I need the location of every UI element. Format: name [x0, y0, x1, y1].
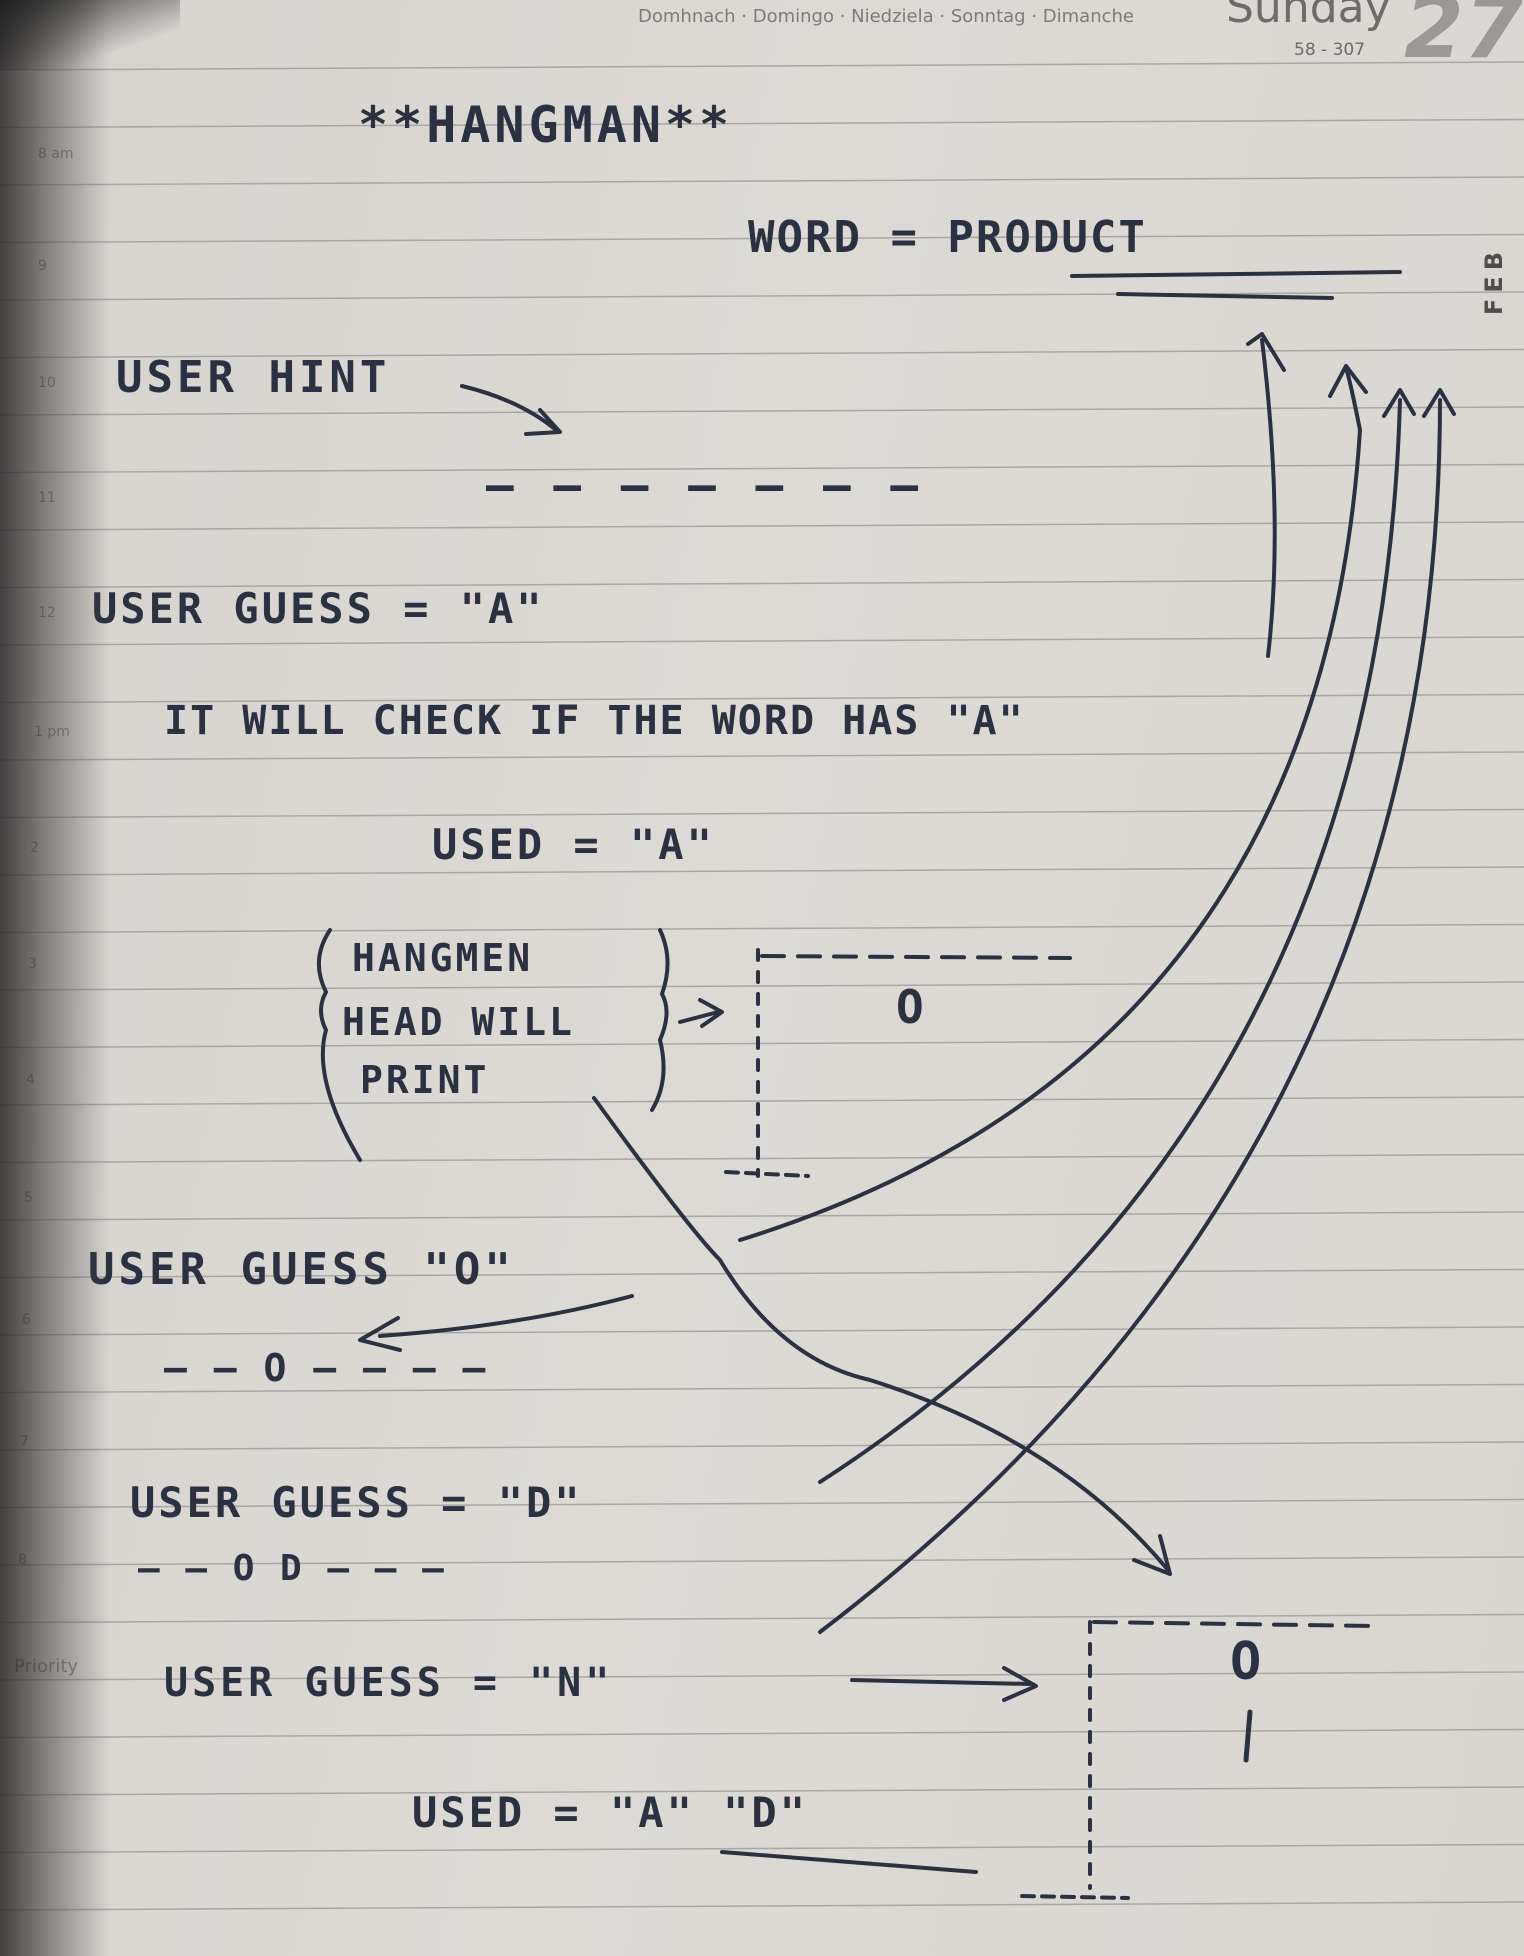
used-underline: [720, 1850, 978, 1874]
hint-arrow-head: [524, 408, 562, 436]
ruled-line: [0, 1843, 1524, 1854]
gallows-base-1: [724, 1170, 810, 1178]
gallows-head-2: O: [1230, 1632, 1262, 1692]
ruled-line: [0, 923, 1524, 934]
ruled-line: [0, 1613, 1524, 1624]
ruled-line: [0, 1153, 1524, 1164]
word-underline: [1070, 270, 1402, 278]
guess-n-arrow-head: [1002, 1666, 1038, 1702]
hint-arrow: [460, 384, 558, 432]
note-bracket-line2: HEAD WILL: [342, 1000, 575, 1044]
ruled-line: [0, 521, 1524, 531]
guess-o-arrow-head: [358, 1316, 402, 1352]
note-blanks-initial: — — — — — — —: [486, 458, 925, 512]
curve-n: [818, 398, 1442, 1634]
curve-d-head: [1382, 388, 1416, 418]
note-check-line: IT WILL CHECK IF THE WORD HAS "A": [164, 698, 1025, 744]
note-used-ad: USED = "A" "D": [412, 1788, 809, 1837]
ruled-line: [0, 1326, 1524, 1336]
guess-o-arrow: [378, 1294, 634, 1338]
ruled-line: [0, 463, 1524, 474]
note-blanks-o: — — O — — — —: [164, 1346, 488, 1390]
ruled-line: [0, 751, 1524, 761]
gallows-base-2: [1020, 1894, 1130, 1900]
gallows-beam-2: [1092, 1620, 1376, 1628]
word-underline-2: [1116, 292, 1334, 300]
bracket-arrow-head: [698, 998, 724, 1028]
curve-print-head: [1132, 1534, 1172, 1576]
header-days: Domhnach · Domingo · Niedziela · Sonntag…: [638, 6, 1134, 27]
curve-o: [738, 366, 1362, 1242]
ruled-line: [0, 1786, 1524, 1796]
curve-a: [1260, 338, 1277, 658]
right-brace: [650, 928, 670, 1112]
note-guess-n: USER GUESS = "N": [164, 1660, 614, 1706]
note-bracket-line3: PRINT: [360, 1058, 490, 1102]
ruled-line: [0, 1901, 1524, 1911]
ruled-line: [0, 61, 1524, 71]
gallows-head-1: O: [896, 980, 924, 1034]
ruled-line: [0, 578, 1524, 589]
ruled-line: [0, 693, 1524, 704]
ruled-line: [0, 118, 1524, 129]
curve-d: [818, 398, 1402, 1484]
curve-o-head: [1328, 364, 1368, 398]
ruled-line: [0, 1498, 1524, 1509]
left-brace: [316, 928, 362, 1162]
note-blanks-d: — — O D — — —: [138, 1548, 446, 1589]
ruled-line: [0, 1671, 1524, 1681]
note-guess-a: USER GUESS = "A": [92, 584, 545, 633]
ruled-line: [0, 291, 1524, 301]
ruled-line: [0, 1211, 1524, 1221]
note-used-a: USED = "A": [432, 820, 715, 869]
guess-n-arrow: [850, 1678, 1032, 1686]
note-guess-d: USER GUESS = "D": [130, 1478, 583, 1527]
ruled-line: [0, 1096, 1524, 1106]
note-word-line: WORD = PRODUCT: [748, 212, 1147, 263]
curve-print: [592, 1096, 1170, 1572]
note-guess-o: USER GUESS "O": [88, 1244, 515, 1295]
header-day-range: 58 - 307: [1294, 40, 1366, 60]
header-day-name: Sunday: [1226, 0, 1391, 33]
ruled-line: [0, 1268, 1524, 1279]
note-bracket-line1: HANGMEN: [352, 936, 534, 980]
ruled-line: [0, 1728, 1524, 1739]
gallows-body-2: [1243, 1709, 1253, 1763]
note-title: **HANGMAN**: [358, 96, 734, 154]
ruled-line: [0, 1441, 1524, 1451]
curve-n-head: [1422, 388, 1456, 418]
note-user-hint: USER HINT: [116, 352, 391, 403]
bracket-arrow: [678, 1010, 720, 1024]
curve-a-head: [1246, 332, 1286, 372]
ruled-line: [0, 1383, 1524, 1394]
header-date: 27: [1404, 0, 1524, 78]
ruled-line: [0, 176, 1524, 186]
ruled-line: [0, 1556, 1524, 1566]
gallows-beam-1: [760, 954, 1072, 960]
ruled-line: [0, 866, 1524, 876]
ruled-line: [0, 233, 1524, 244]
ruled-line: [0, 1038, 1524, 1049]
